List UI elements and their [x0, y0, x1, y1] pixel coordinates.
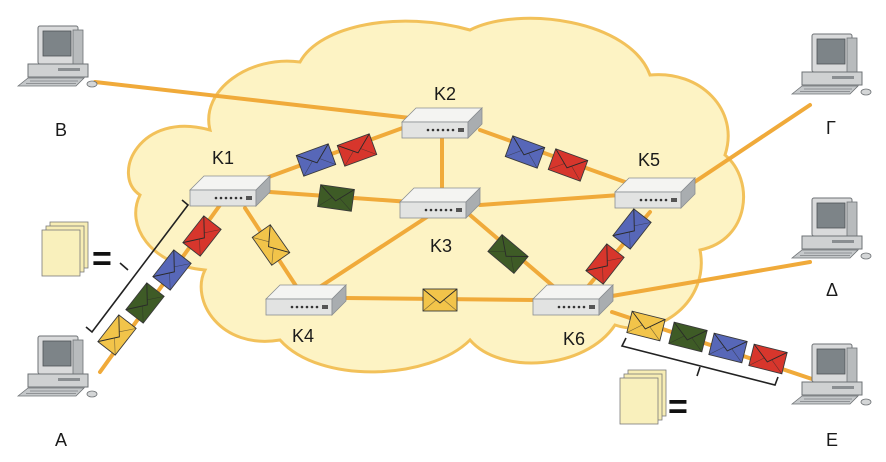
- computer-B: [17, 25, 98, 88]
- router-label-K4: K4: [292, 326, 314, 346]
- bracket-A-tick: [119, 262, 129, 271]
- envelope-icon: [668, 321, 708, 353]
- host-label-G: Γ: [826, 118, 836, 138]
- link-B-K2: [93, 80, 412, 120]
- router-label-K5: K5: [638, 150, 660, 170]
- host-label-A: A: [55, 430, 67, 450]
- envelope-icon: [97, 314, 137, 356]
- router-K4: [265, 284, 347, 316]
- computer-G: [791, 33, 872, 96]
- router-K3: [399, 187, 481, 219]
- link-K6-D: [610, 260, 812, 298]
- bracket-E-tick: [696, 366, 701, 377]
- link-K2-K5: [478, 128, 627, 184]
- host-label-B: B: [55, 120, 67, 140]
- document-stack-E: [619, 369, 667, 425]
- equals-sign-A: =: [92, 240, 112, 278]
- router-K2: [401, 107, 483, 139]
- bracket-A: [85, 199, 190, 334]
- router-K5: [614, 177, 696, 209]
- link-K5-G: [688, 103, 812, 187]
- envelope-icon: [317, 184, 355, 212]
- computer-A: [17, 335, 98, 398]
- router-K1: [189, 175, 271, 207]
- host-label-D: Δ: [826, 280, 838, 300]
- link-K3-K5: [478, 193, 622, 207]
- router-label-K3: K3: [430, 236, 452, 256]
- document-stack-A: [41, 221, 89, 277]
- envelope-icon: [708, 332, 748, 364]
- envelope-icon: [748, 343, 788, 375]
- envelope-icon: [422, 288, 458, 312]
- router-label-K1: K1: [212, 148, 234, 168]
- router-label-K6: K6: [563, 329, 585, 349]
- host-label-E: E: [826, 430, 838, 450]
- link-K3-K4: [313, 213, 432, 292]
- router-label-K2: K2: [434, 84, 456, 104]
- bracket-E: [620, 337, 779, 386]
- computer-D: [791, 197, 872, 260]
- router-K6: [532, 284, 614, 316]
- equals-sign-E: =: [668, 388, 688, 426]
